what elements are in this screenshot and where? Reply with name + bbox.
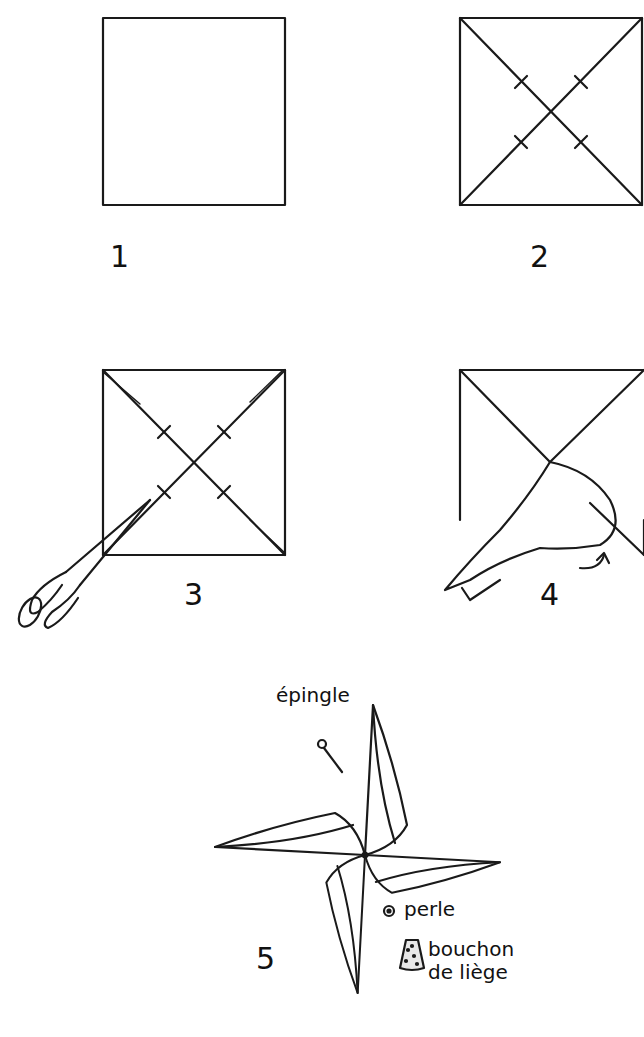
fold-mark [158,426,170,438]
part-label: épingle [276,684,350,707]
part-label: bouchon de liège [428,938,528,984]
step-number: 1 [110,240,129,275]
fold-mark [218,426,230,438]
scissors [14,500,150,630]
fold-mark [515,136,527,148]
bead [384,906,394,916]
fold-mark [515,76,527,88]
step-number: 4 [540,578,559,613]
cork [400,940,424,970]
paper-square [103,18,285,205]
fold-mark [218,486,230,498]
pin [318,740,342,772]
fold-marks [158,76,587,498]
fold-mark [575,136,587,148]
fold-mark [575,76,587,88]
part-label: perle [404,898,455,921]
square-with-diagonals [460,18,642,205]
step-number: 5 [256,942,275,977]
step-number: 2 [530,240,549,275]
step-number: 3 [184,578,203,613]
cut-square [103,370,285,555]
fold-mark [158,486,170,498]
folding-square [445,370,644,600]
